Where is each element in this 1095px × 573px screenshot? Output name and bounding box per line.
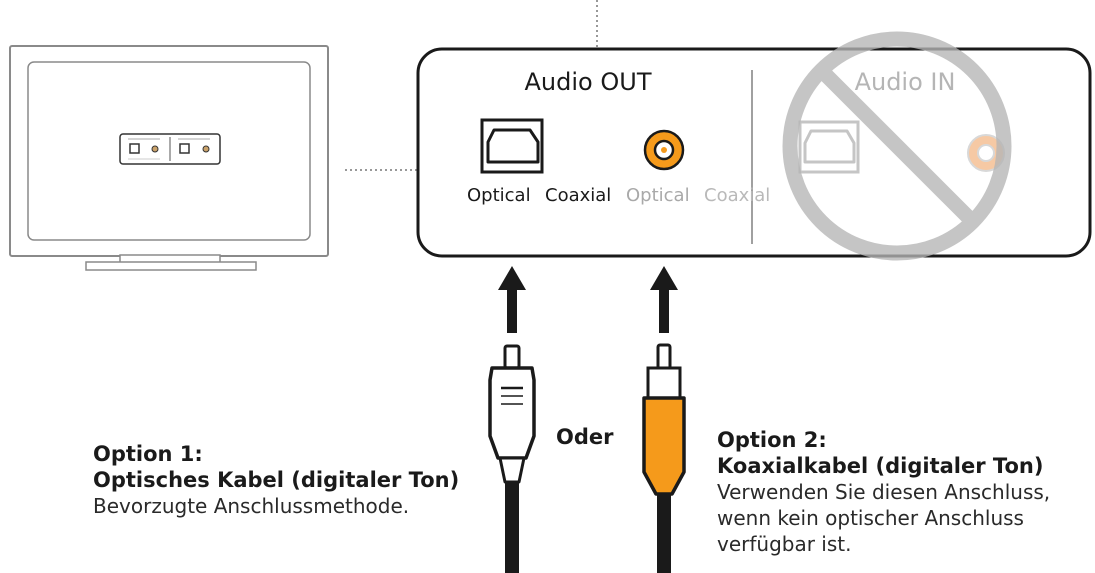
option-2-block: Option 2: Koaxialkabel (digitaler Ton) V… xyxy=(717,427,1095,557)
option-2-description-line: Verwenden Sie diesen Anschluss, xyxy=(717,480,1051,504)
coaxial-plug-icon xyxy=(642,343,686,573)
optical-port-icon xyxy=(480,118,544,174)
in-optical-label: Optical xyxy=(626,185,690,206)
audio-panel xyxy=(416,47,1092,258)
arrow-up-icon xyxy=(650,266,678,333)
in-coaxial-label: Coaxial xyxy=(704,185,770,206)
optical-port-in-icon xyxy=(798,120,860,174)
audio-in-label: Audio IN xyxy=(855,68,956,96)
option-1-title: Option 1: xyxy=(93,442,203,466)
tv-icon xyxy=(9,45,329,271)
or-label: Oder xyxy=(556,425,614,449)
option-2-description-line: wenn kein optischer Anschluss xyxy=(717,506,1024,530)
option-1-description: Bevorzugte Anschlussmethode. xyxy=(93,494,410,518)
out-optical-label: Optical xyxy=(467,185,531,206)
audio-out-label: Audio OUT xyxy=(525,68,652,96)
option-2-title: Option 2: xyxy=(717,428,827,452)
coaxial-port-icon xyxy=(643,129,685,171)
option-1-subtitle: Optisches Kabel (digitaler Ton) xyxy=(93,468,460,492)
out-coaxial-label: Coaxial xyxy=(545,185,611,206)
optical-plug-icon xyxy=(488,344,536,573)
option-2-subtitle: Koaxialkabel (digitaler Ton) xyxy=(717,454,1044,478)
option-1-block: Option 1: Optisches Kabel (digitaler Ton… xyxy=(93,441,459,519)
prohibited-icon xyxy=(782,31,1012,261)
arrow-up-icon xyxy=(498,266,526,333)
option-2-description-line: verfügbar ist. xyxy=(717,532,852,556)
tv-port-panel xyxy=(119,133,221,165)
